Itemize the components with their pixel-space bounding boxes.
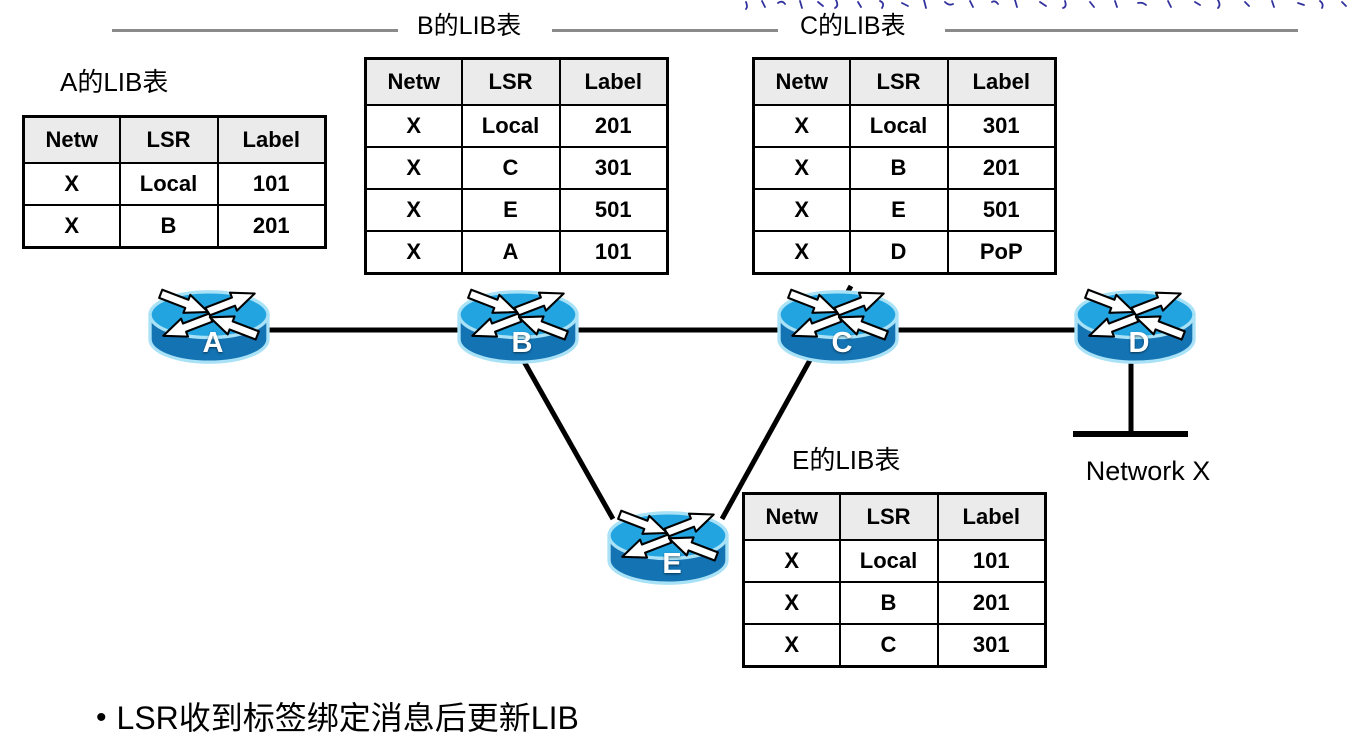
table-cell: X: [742, 539, 841, 583]
divider-line-left: [112, 29, 398, 32]
table-cell: C: [460, 146, 561, 190]
table-e-header: Label: [936, 492, 1047, 541]
link-b-e: [519, 356, 616, 521]
lib-table-c: Netw LSR Label X Local 301 X B 201 X E 5…: [752, 57, 1057, 275]
table-cell: 201: [946, 146, 1057, 190]
table-cell: X: [22, 162, 121, 206]
table-cell: X: [742, 581, 841, 625]
table-cell: B: [118, 204, 219, 249]
table-cell: B: [838, 581, 939, 625]
table-cell: E: [848, 188, 949, 232]
table-a-header: LSR: [118, 115, 219, 164]
table-cell: X: [364, 230, 463, 275]
e-table-title: E的LIB表: [792, 445, 901, 475]
table-row: X Local 101: [22, 162, 327, 206]
table-cell: D: [848, 230, 949, 275]
footer-bullet-line: • LSR收到标签绑定消息后更新LIB: [96, 698, 579, 738]
table-cell: X: [364, 146, 463, 190]
table-cell: Local: [460, 104, 561, 148]
lib-table-a: Netw LSR Label X Local 101 X B 201: [22, 115, 327, 249]
table-cell: PoP: [946, 230, 1057, 275]
table-cell: Local: [118, 162, 219, 206]
table-b-header: LSR: [460, 57, 561, 106]
table-cell: X: [364, 188, 463, 232]
c-table-title: C的LIB表: [800, 12, 906, 40]
table-c-header: Netw: [752, 57, 851, 106]
table-c-header: LSR: [848, 57, 949, 106]
divider-line-middle: [552, 29, 778, 32]
table-a-header: Netw: [22, 115, 121, 164]
table-row: X C 301: [742, 623, 1047, 668]
table-b-header: Netw: [364, 57, 463, 106]
table-cell: E: [460, 188, 561, 232]
table-cell: X: [22, 204, 121, 249]
table-cell: 101: [558, 230, 669, 275]
table-e-header: Netw: [742, 492, 841, 541]
table-cell: X: [364, 104, 463, 148]
table-cell: 501: [946, 188, 1057, 232]
table-cell: X: [752, 146, 851, 190]
router-d-label: D: [1128, 327, 1150, 359]
table-row: X B 201: [752, 146, 1057, 190]
table-row: X E 501: [752, 188, 1057, 232]
router-c-label: C: [831, 327, 853, 359]
table-row: X Local 101: [742, 539, 1047, 583]
table-cell: 501: [558, 188, 669, 232]
table-cell: 201: [216, 204, 327, 249]
table-cell: X: [752, 188, 851, 232]
table-cell: B: [848, 146, 949, 190]
table-row: X D PoP: [752, 230, 1057, 275]
table-cell: A: [460, 230, 561, 275]
table-c-header: Label: [946, 57, 1057, 106]
table-a-header: Label: [216, 115, 327, 164]
lib-table-b: Netw LSR Label X Local 201 X C 301 X E 5…: [364, 57, 669, 275]
table-cell: 301: [946, 104, 1057, 148]
handwriting-strokes: [745, 0, 1347, 10]
a-table-title: A的LIB表: [60, 67, 169, 97]
table-cell: 301: [558, 146, 669, 190]
divider-line-right: [945, 29, 1298, 32]
table-row: X E 501: [364, 188, 669, 232]
network-x-label: Network X: [1085, 456, 1211, 486]
router-a-label: A: [202, 327, 224, 359]
table-row: X C 301: [364, 146, 669, 190]
b-table-title: B的LIB表: [417, 12, 522, 40]
table-cell: Local: [838, 539, 939, 583]
lib-table-e: Netw LSR Label X Local 101 X B 201 X C 3…: [742, 492, 1047, 668]
table-cell: 201: [936, 581, 1047, 625]
footer-text: LSR收到标签绑定消息后更新LIB: [116, 700, 579, 736]
table-e-header: LSR: [838, 492, 939, 541]
table-b-header: Label: [558, 57, 669, 106]
table-row: X Local 301: [752, 104, 1057, 148]
table-row: X Local 201: [364, 104, 669, 148]
router-e-label: E: [662, 548, 682, 580]
table-row: X B 201: [22, 204, 327, 249]
table-cell: 201: [558, 104, 669, 148]
table-row: X A 101: [364, 230, 669, 275]
router-b-label: B: [511, 327, 533, 359]
table-cell: X: [752, 230, 851, 275]
table-cell: C: [838, 623, 939, 668]
table-cell: Local: [848, 104, 949, 148]
table-cell: 101: [216, 162, 327, 206]
table-cell: 101: [936, 539, 1047, 583]
bullet-icon: •: [96, 701, 107, 734]
table-cell: X: [742, 623, 841, 668]
table-cell: 301: [936, 623, 1047, 668]
table-row: X B 201: [742, 581, 1047, 625]
table-cell: X: [752, 104, 851, 148]
